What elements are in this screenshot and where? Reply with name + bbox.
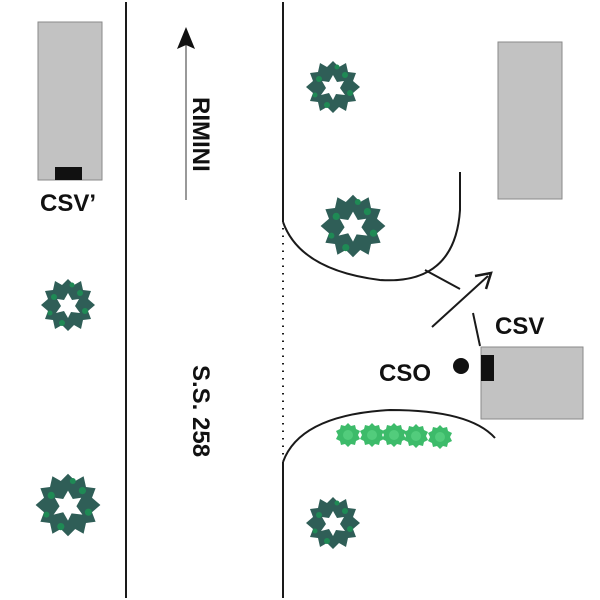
building-csv-prime [37,21,103,181]
cso-point [453,358,469,374]
sensor-csv [481,355,494,381]
curb-leader-line [424,269,461,290]
csv-leader-line [472,312,481,347]
hedge-icon [360,423,384,447]
direction-arrow-head [177,27,195,49]
lower-curb-curve [282,408,496,463]
building-upper-right [497,41,563,200]
upper-curb-curve [282,172,461,282]
tree-icon [320,194,386,258]
csv-prime-label: CSV’ [40,190,96,217]
csv-label: CSV [495,313,544,340]
direction-label: RIMINI [187,97,214,172]
sensor-csv-prime [55,167,82,180]
movement-arrow-head [474,271,493,290]
movement-arrow-shaft [431,275,489,328]
hedge-icon [382,423,406,447]
tree-icon [35,473,101,537]
building-csv [480,346,584,420]
hedge-icon [336,423,360,447]
tree-icon [306,61,360,113]
tree-icon [41,279,95,331]
tree-icon [306,497,360,549]
hedge-icon [428,425,452,449]
hedge-icon [404,424,428,448]
cso-label: CSO [379,360,431,387]
road-name-label: S.S. 258 [187,365,214,457]
